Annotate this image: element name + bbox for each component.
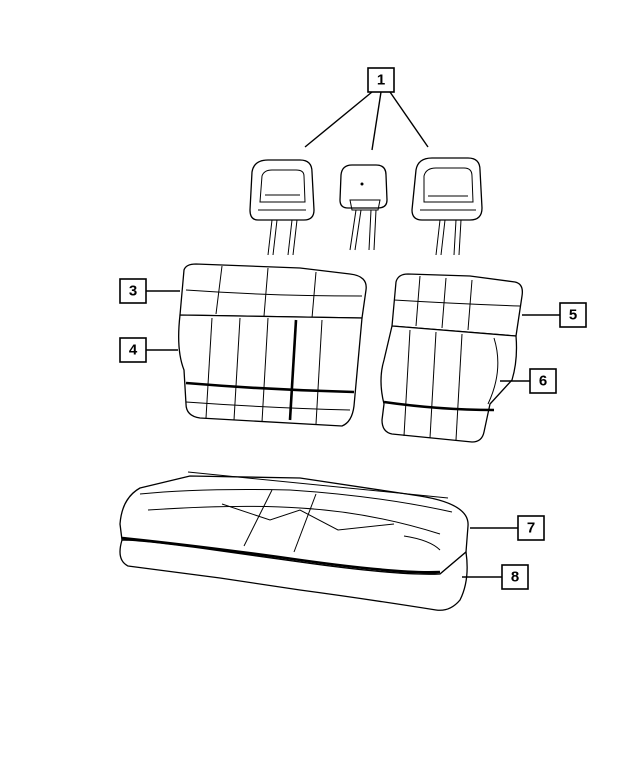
seat-cushion bbox=[119, 471, 469, 611]
callout-7: 7 bbox=[517, 515, 545, 541]
seat-back-right bbox=[380, 273, 523, 443]
callout-8-label: 8 bbox=[511, 569, 519, 586]
headrest-center bbox=[339, 164, 388, 251]
callout-4-label: 4 bbox=[129, 342, 138, 359]
callout-3-label: 3 bbox=[129, 283, 137, 300]
headrest-left bbox=[249, 159, 315, 256]
seat-back-left bbox=[178, 263, 367, 427]
callout-6-label: 6 bbox=[539, 373, 547, 390]
callout-3: 3 bbox=[119, 278, 147, 304]
callout-5-label: 5 bbox=[569, 307, 577, 324]
callout-5: 5 bbox=[559, 302, 587, 328]
callout-8: 8 bbox=[501, 564, 529, 590]
leader-1-center bbox=[371, 91, 382, 151]
callout-7-label: 7 bbox=[527, 520, 535, 537]
leader-1-right bbox=[389, 91, 429, 148]
leader-1-left bbox=[304, 91, 373, 148]
headrest-right bbox=[411, 157, 483, 256]
callout-1: 1 bbox=[367, 67, 395, 93]
callout-6: 6 bbox=[529, 368, 557, 394]
callout-1-label: 1 bbox=[377, 72, 385, 89]
callout-4: 4 bbox=[119, 337, 147, 363]
